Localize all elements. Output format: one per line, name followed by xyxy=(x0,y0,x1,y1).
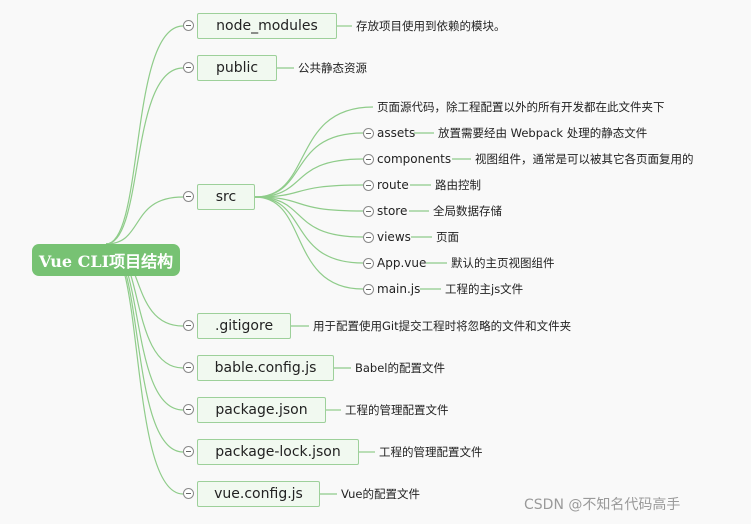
src-connector-6 xyxy=(254,196,364,264)
src-child-views[interactable]: views xyxy=(377,230,411,244)
node-public[interactable]: public xyxy=(197,55,277,81)
collapse-app-vue-icon[interactable] xyxy=(363,258,374,269)
root-connector-0 xyxy=(105,25,184,245)
desc-node-modules: 存放项目使用到依赖的模块。 xyxy=(356,19,506,33)
root-node[interactable]: Vue CLI项目结构 xyxy=(32,244,180,276)
collapse-store-icon[interactable] xyxy=(363,206,374,217)
desc-main-js: 工程的主js文件 xyxy=(445,282,524,296)
collapse-route-icon[interactable] xyxy=(363,180,374,191)
src-connector-5 xyxy=(254,196,364,238)
src-child-components[interactable]: components xyxy=(377,152,452,166)
node-src[interactable]: src xyxy=(197,184,255,210)
desc-components: 视图组件，通常是可以被其它各页面复用的 xyxy=(475,152,694,166)
desc-bable: Babel的配置文件 xyxy=(355,361,446,375)
node-package-lock-json[interactable]: package-lock.json xyxy=(197,439,359,465)
watermark: CSDN @不知名代码高手 xyxy=(524,497,681,513)
root-connector-1 xyxy=(105,67,184,245)
src-connector-7 xyxy=(254,196,364,290)
desc-route: 路由控制 xyxy=(435,178,481,192)
node-package-json[interactable]: package.json xyxy=(197,397,326,423)
src-connector-2 xyxy=(254,158,364,198)
desc-public: 公共静态资源 xyxy=(298,61,367,75)
src-connector-0 xyxy=(254,106,374,198)
collapse-views-icon[interactable] xyxy=(363,232,374,243)
desc-store: 全局数据存储 xyxy=(433,204,502,218)
src-child-assets[interactable]: assets xyxy=(377,126,416,140)
node-vue-config[interactable]: vue.config.js xyxy=(197,481,320,507)
desc-package: 工程的管理配置文件 xyxy=(345,403,449,417)
src-note: 页面源代码，除工程配置以外的所有开发都在此文件夹下 xyxy=(377,100,665,114)
collapse-package-icon[interactable] xyxy=(183,404,194,415)
collapse-src-icon[interactable] xyxy=(183,191,194,202)
desc-assets: 放置需要经由 Webpack 处理的静态文件 xyxy=(438,126,648,140)
root-connector-2 xyxy=(105,196,184,245)
collapse-gitigore-icon[interactable] xyxy=(183,320,194,331)
collapse-package-lock-icon[interactable] xyxy=(183,446,194,457)
collapse-components-icon[interactable] xyxy=(363,154,374,165)
collapse-main-js-icon[interactable] xyxy=(363,284,374,295)
desc-app-vue: 默认的主页视图组件 xyxy=(451,256,555,270)
src-child-route[interactable]: route xyxy=(377,178,409,192)
src-child-store[interactable]: store xyxy=(377,204,408,218)
collapse-assets-icon[interactable] xyxy=(363,128,374,139)
src-connector-4 xyxy=(254,196,364,212)
desc-views: 页面 xyxy=(436,230,459,244)
desc-gitigore: 用于配置使用Git提交工程时将忽略的文件和文件夹 xyxy=(313,319,572,333)
node-gitigore[interactable]: .gitigore xyxy=(197,313,291,339)
collapse-public-icon[interactable] xyxy=(183,62,194,73)
src-connector-1 xyxy=(254,132,364,198)
src-child-main-js[interactable]: main.js xyxy=(377,282,421,296)
collapse-vue-config-icon[interactable] xyxy=(183,488,194,499)
collapse-node-modules-icon[interactable] xyxy=(183,20,194,31)
root-connector-7 xyxy=(105,243,184,495)
node-node-modules[interactable]: node_modules xyxy=(197,13,337,39)
desc-package-lock: 工程的管理配置文件 xyxy=(379,445,483,459)
collapse-bable-icon[interactable] xyxy=(183,362,194,373)
node-bable-config[interactable]: bable.config.js xyxy=(197,355,334,381)
desc-vue-config: Vue的配置文件 xyxy=(341,487,420,501)
src-child-app-vue[interactable]: App.vue xyxy=(377,256,427,270)
src-connector-3 xyxy=(254,184,364,198)
